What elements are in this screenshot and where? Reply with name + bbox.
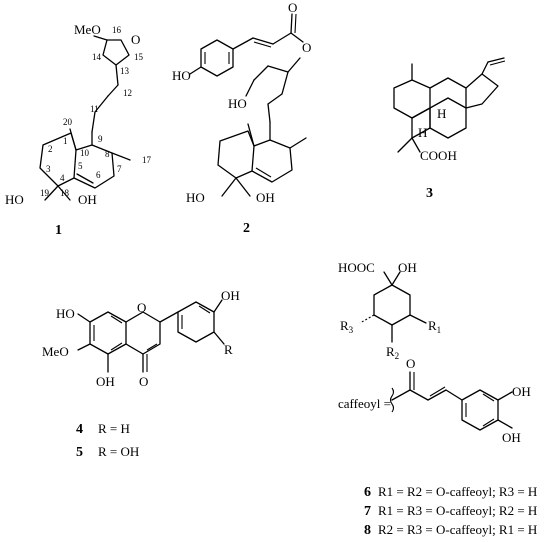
c1-num-2: 2 — [48, 144, 53, 154]
caffeoyl-oh-1-label: OH — [512, 384, 531, 399]
flavone-oh-top-label: OH — [221, 288, 240, 303]
c2-carbonyl-o-label: O — [288, 0, 297, 15]
quinic-r3-label: R3 — [340, 318, 354, 335]
c1-num-17: 17 — [142, 155, 152, 165]
c1-num-20: 20 — [63, 117, 73, 127]
c1-num-19: 19 — [40, 188, 50, 198]
c1-atom-numbers: 1 2 3 4 5 6 7 8 9 10 11 12 13 14 15 16 1… — [40, 25, 152, 198]
caffeoyl-oh-2-label: OH — [502, 430, 521, 445]
compound-3-number: 3 — [426, 186, 433, 201]
c1-num-6: 6 — [96, 170, 101, 180]
legend-7-id: 7 — [364, 504, 371, 519]
flavone-r-label: R — [224, 342, 233, 357]
quinic-hooc-label: HOOC — [338, 260, 375, 275]
c1-num-10: 10 — [80, 148, 90, 158]
c2-oh-label: OH — [256, 190, 275, 205]
flavone-structure: O O OH R HO MeO OH 4 R = H 5 R = OH — [42, 288, 240, 460]
compound-2-structure: HO O O HO HO OH 2 — [172, 0, 311, 236]
legend-7-text: R1 = R3 = O-caffeoyl; R2 = H — [378, 503, 537, 518]
attachment-wavy-bond — [389, 387, 395, 413]
flavone-ring-o-label: O — [137, 300, 146, 315]
c1-num-4: 4 — [60, 173, 65, 183]
c1-ho-label: HO — [5, 192, 24, 207]
c1-num-16: 16 — [112, 25, 122, 35]
compound-1-number: 1 — [55, 223, 62, 238]
legend-4-id: 4 — [76, 422, 83, 437]
c1-num-15: 15 — [134, 52, 144, 62]
c1-meo-label: MeO — [74, 22, 101, 37]
c1-num-5: 5 — [78, 161, 83, 171]
c1-num-1: 1 — [63, 136, 68, 146]
c1-num-14: 14 — [92, 52, 102, 62]
c1-ring-o-label: O — [131, 32, 140, 47]
compound-1-structure: HO OH MeO O 1 2 3 4 5 6 7 8 9 10 11 12 1… — [5, 22, 152, 238]
quinic-r2-label: R2 — [386, 344, 399, 361]
c3-h-lower-label: H — [418, 125, 427, 140]
legend-8-text: R2 = R3 = O-caffeoyl; R1 = H — [378, 522, 537, 537]
flavone-meo-label: MeO — [42, 344, 69, 359]
legend-4-text: R = H — [98, 421, 130, 436]
compound-3-structure: H H COOH 3 — [393, 57, 506, 201]
c1-num-3: 3 — [46, 164, 51, 174]
c3-h-upper-label: H — [437, 106, 446, 121]
legend-5-id: 5 — [76, 445, 83, 460]
caffeoyl-label: caffeoyl = — [338, 396, 391, 411]
flavone-oh-bottom-label: OH — [96, 374, 115, 389]
c2-ho-label: HO — [186, 190, 205, 205]
c1-oh-label: OH — [78, 192, 97, 207]
flavone-ho-label: HO — [56, 306, 75, 321]
quinic-oh-label: OH — [398, 260, 417, 275]
c1-num-11: 11 — [90, 104, 99, 114]
c2-ho-chain-label: HO — [228, 96, 247, 111]
caffeoyl-o-label: O — [406, 356, 415, 371]
c2-ho-phenol-label: HO — [172, 68, 191, 83]
flavone-keto-o-label: O — [139, 374, 148, 389]
compound-2-number: 2 — [243, 221, 250, 236]
c1-num-7: 7 — [117, 164, 122, 174]
c1-num-18: 18 — [60, 188, 70, 198]
c1-num-13: 13 — [120, 66, 130, 76]
legend-8-id: 8 — [364, 523, 371, 538]
c2-ester-o-label: O — [302, 40, 311, 55]
legend-6-text: R1 = R2 = O-caffeoyl; R3 = H — [378, 484, 537, 499]
legend-5-text: R = OH — [98, 444, 139, 459]
c3-cooh-label: COOH — [420, 148, 457, 163]
c1-num-8: 8 — [105, 149, 110, 159]
c1-num-12: 12 — [123, 88, 132, 98]
c1-num-9: 9 — [98, 134, 103, 144]
quinic-acid-structure: HOOC OH R1 R2 R3 caffeoyl = O OH OH 6 R1… — [338, 260, 537, 538]
quinic-r1-label: R1 — [428, 318, 441, 335]
legend-6-id: 6 — [364, 485, 371, 500]
